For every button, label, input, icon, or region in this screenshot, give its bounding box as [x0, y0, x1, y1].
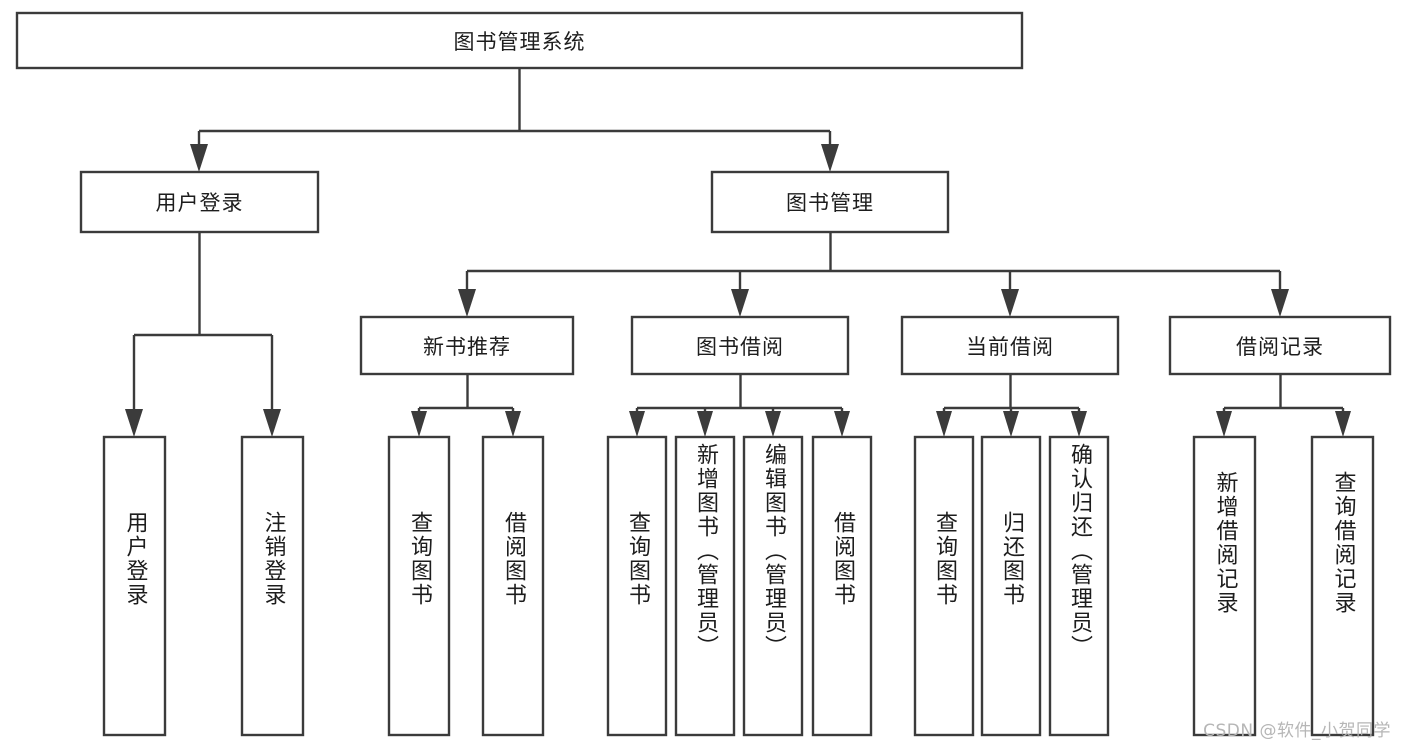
node-user-login[interactable]	[79, 170, 320, 234]
arrowhead-leaf-current-borrow-3	[1071, 411, 1087, 437]
arrowhead-leaf-user-login-2	[263, 409, 281, 437]
node-leaf-add-book-admin[interactable]	[674, 435, 736, 737]
connector-group-new-book	[411, 374, 521, 437]
node-leaf-logout[interactable]	[240, 435, 305, 737]
arrowhead-leaf-borrow-record-2	[1335, 411, 1351, 437]
node-book-borrow[interactable]	[630, 315, 850, 376]
node-borrow-record[interactable]	[1168, 315, 1392, 376]
node-leaf-borrow-book-1[interactable]	[481, 435, 545, 737]
arrowhead-book-borrow	[731, 289, 749, 317]
connector-group-book-manage	[458, 232, 1289, 317]
arrowhead-leaf-book-borrow-3	[765, 411, 781, 437]
node-leaf-query-book-2[interactable]	[606, 435, 668, 737]
node-current-borrow[interactable]	[900, 315, 1120, 376]
node-root-book-system[interactable]	[15, 11, 1024, 70]
arrowhead-current-borrow	[1001, 289, 1019, 317]
node-leaf-confirm-return-admin[interactable]	[1048, 435, 1110, 737]
connector-group-root	[190, 68, 839, 172]
arrowhead-new-book	[458, 289, 476, 317]
connector-group-user-login	[125, 232, 281, 437]
node-leaf-borrow-book-2[interactable]	[811, 435, 873, 737]
connector-group-borrow-record	[1216, 374, 1351, 437]
node-leaf-add-borrow-record[interactable]	[1192, 435, 1257, 737]
arrowhead-leaf-new-book-1	[411, 411, 427, 437]
node-leaf-return-book[interactable]	[980, 435, 1042, 737]
arrowhead-leaf-user-login-1	[125, 409, 143, 437]
node-leaf-query-borrow-record[interactable]	[1310, 435, 1375, 737]
arrowhead-leaf-current-borrow-2	[1003, 411, 1019, 437]
node-new-book-recommend[interactable]	[359, 315, 575, 376]
arrowhead-book-manage	[821, 144, 839, 172]
node-leaf-query-book-3[interactable]	[913, 435, 975, 737]
node-leaf-query-book-1[interactable]	[387, 435, 451, 737]
arrowhead-leaf-new-book-2	[505, 411, 521, 437]
connector-group-current-borrow	[936, 374, 1087, 437]
arrowhead-leaf-book-borrow-4	[834, 411, 850, 437]
node-leaf-edit-book-admin[interactable]	[742, 435, 804, 737]
arrowhead-user-login	[190, 144, 208, 172]
arrowhead-leaf-book-borrow-1	[629, 411, 645, 437]
arrowhead-leaf-borrow-record-1	[1216, 411, 1232, 437]
node-book-manage[interactable]	[710, 170, 950, 234]
arrowhead-leaf-current-borrow-1	[936, 411, 952, 437]
connector-group-book-borrow	[629, 374, 850, 437]
arrowhead-leaf-book-borrow-2	[697, 411, 713, 437]
node-leaf-user-login[interactable]	[102, 435, 167, 737]
arrowhead-borrow-record	[1271, 289, 1289, 317]
